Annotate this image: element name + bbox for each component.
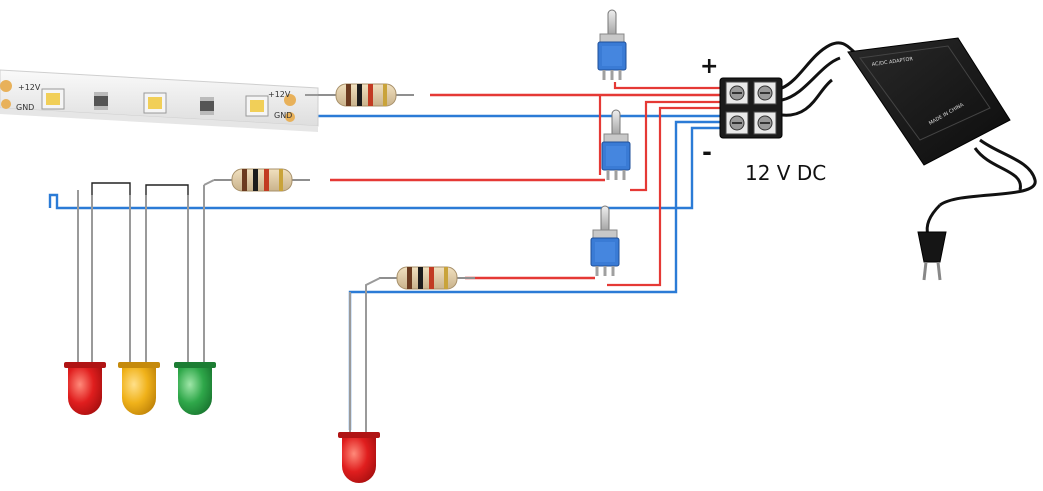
strip-left-pos-label: +12V <box>18 83 41 92</box>
terminal-plus-label: + <box>700 54 718 79</box>
led-red-single <box>338 432 380 483</box>
terminal-minus-label: - <box>702 138 712 166</box>
led-green <box>174 362 216 415</box>
led-yellow <box>118 362 160 415</box>
pos-wire-switch3 <box>607 106 722 287</box>
resistor-led-group <box>213 168 311 192</box>
led-strip: +12V GND +12V GND <box>0 69 319 132</box>
strip-smd-resistor <box>94 92 108 110</box>
power-plug <box>917 231 947 281</box>
strip-right-gnd-label: GND <box>274 111 292 120</box>
led-group <box>64 179 216 415</box>
resistor-single-led <box>378 266 476 290</box>
toggle-switch-strip[interactable] <box>596 8 628 82</box>
strip-smd-led <box>41 88 65 110</box>
pos-wire-switch2 <box>630 100 722 192</box>
strip-smd-led <box>143 92 167 114</box>
voltage-label: 12 V DC <box>745 161 826 185</box>
led-single <box>338 277 381 483</box>
strip-right-pos-label: +12V <box>268 90 291 99</box>
toggle-switch-led-group[interactable] <box>600 108 632 182</box>
strip-smd-led <box>245 95 269 117</box>
pos-wire-switch1 <box>613 82 722 90</box>
toggle-switch-single-led[interactable] <box>589 204 621 278</box>
power-adapter: AC/DC ADAPTOR MADE IN CHINA <box>781 37 1037 281</box>
strip-smd-resistor <box>200 97 214 115</box>
strip-left-gnd-label: GND <box>16 103 34 112</box>
neg-wire-led-bus <box>48 126 722 210</box>
adapter-title: AC/DC ADAPTOR <box>871 56 913 68</box>
terminal-block <box>719 77 783 139</box>
led-red <box>64 362 106 415</box>
resistor-strip <box>317 83 415 107</box>
